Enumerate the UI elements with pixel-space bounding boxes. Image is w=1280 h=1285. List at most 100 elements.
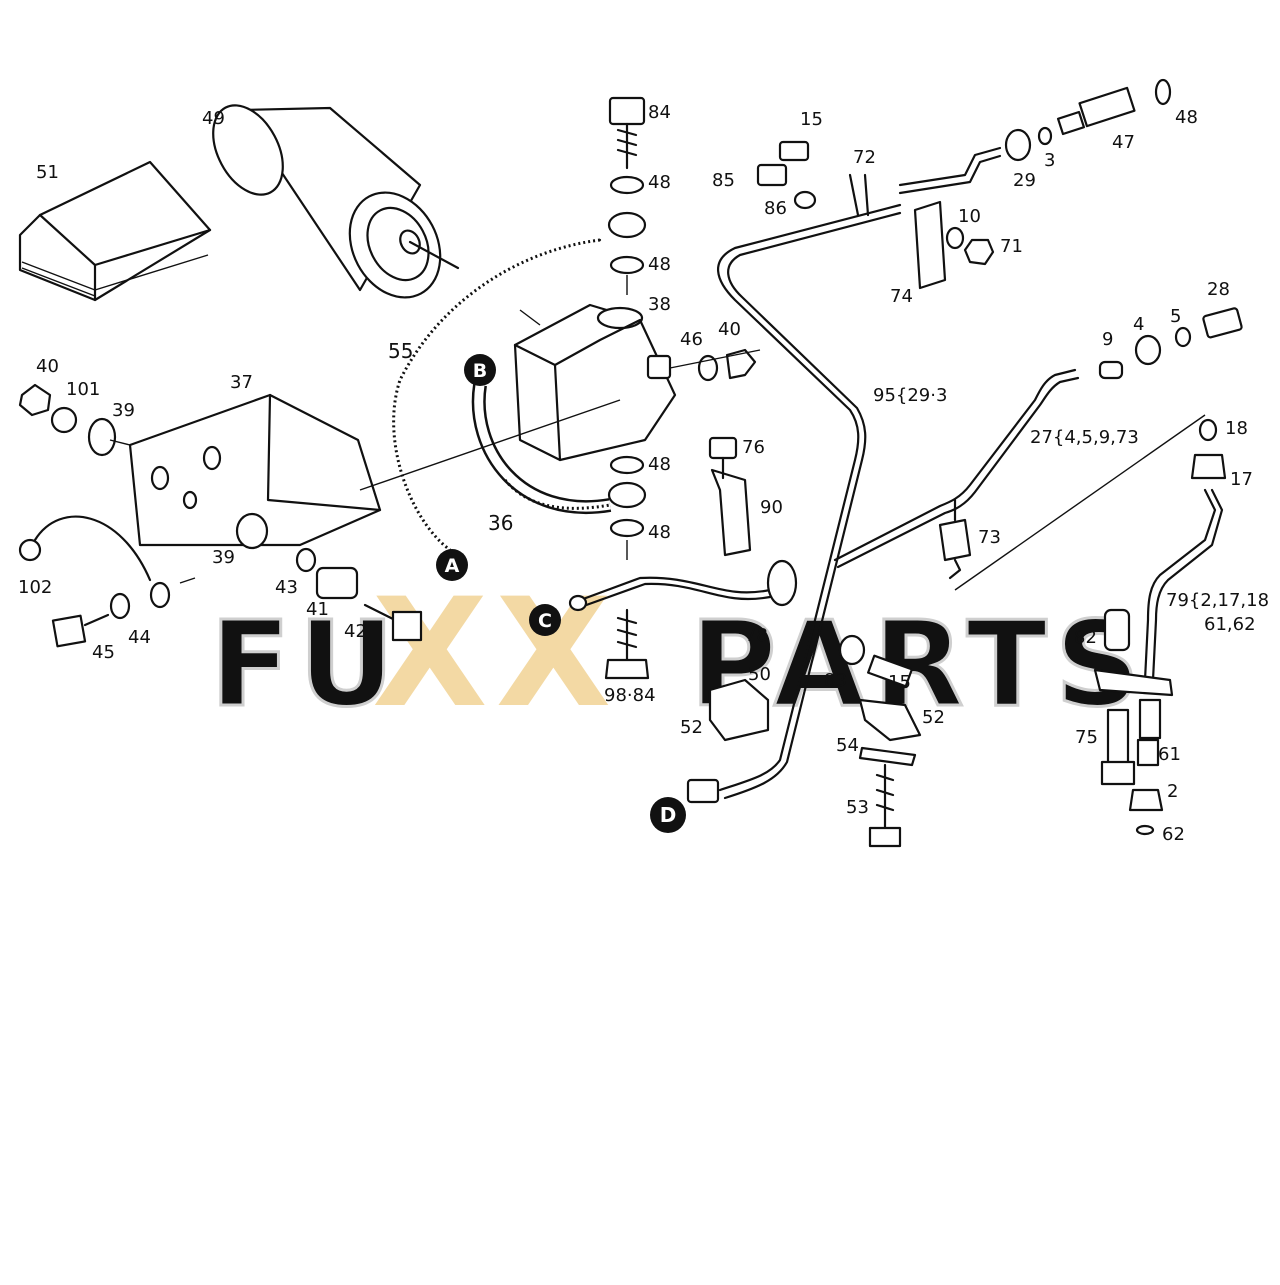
label-38: 38 [648, 294, 671, 315]
label-41: 41 [306, 599, 329, 620]
label-51: 51 [36, 162, 59, 183]
label-2: 2 [1167, 781, 1178, 802]
label-52: 52 [680, 717, 703, 738]
pipe-79 [1143, 488, 1217, 682]
label-62: 62 [1162, 824, 1185, 845]
fitting-cluster-top [756, 78, 1172, 290]
label-5: 5 [1170, 306, 1181, 327]
pipe-c [573, 576, 772, 604]
leader-line [954, 414, 1206, 591]
pipe-c-outer [576, 582, 772, 610]
label-29: 29 [1013, 170, 1036, 191]
watermark-mid: XX [372, 567, 619, 741]
svg-text:B: B [473, 360, 487, 382]
label-79-cont: 61,62 [1204, 614, 1256, 635]
label-71: 71 [1000, 236, 1023, 257]
label-82: 82 [1074, 627, 1097, 648]
label-101: 101 [66, 379, 100, 400]
part-d-fitting [686, 778, 720, 804]
label-55: 55 [388, 339, 413, 363]
fitting-46-40 [646, 348, 761, 382]
svg-text:D: D [660, 803, 677, 827]
label-27: 27{4,5,9,73 [1030, 427, 1139, 448]
label-76: 76 [742, 437, 765, 458]
pipe-95 [717, 203, 902, 792]
pipe-27-outer [836, 376, 1080, 569]
label-72: 72 [853, 147, 876, 168]
label-75: 75 [1075, 727, 1098, 748]
label-48: 48 [648, 522, 671, 543]
label-9: 9 [1102, 329, 1113, 350]
hose-36 [471, 383, 612, 514]
leader-line [359, 399, 621, 491]
label-48: 48 [648, 254, 671, 275]
pipe-79-outer [1151, 488, 1224, 682]
label-46: 46 [680, 329, 703, 350]
leader-line [109, 439, 131, 446]
label-15: 15 [888, 672, 911, 693]
label-37: 37 [230, 372, 253, 393]
fitting-cluster-lower-right [1093, 608, 1174, 836]
label-17: 17 [1230, 469, 1253, 490]
label-48: 48 [648, 454, 671, 475]
label-39: 39 [112, 400, 135, 421]
label-10: 10 [958, 206, 981, 227]
svg-text:A: A [445, 555, 460, 577]
label-90: 90 [760, 497, 783, 518]
label-78: 78 [745, 625, 768, 646]
label-102: 102 [18, 577, 52, 598]
label-53: 53 [846, 797, 869, 818]
part-37-bracket [128, 393, 382, 547]
connector-c: C [529, 604, 561, 636]
label-39: 39 [212, 547, 235, 568]
hose-55 [389, 235, 602, 554]
label-95: 95{29·3 [873, 385, 947, 406]
pipe-27 [833, 368, 1077, 562]
label-83: 83 [824, 670, 847, 691]
clamp-parts [708, 436, 922, 848]
part-78-clip [766, 559, 798, 607]
label-45: 45 [92, 642, 115, 663]
bolt-84-stack [604, 96, 650, 680]
label-98-84: 98·84 [604, 685, 656, 706]
label-85: 85 [712, 170, 735, 191]
part-labels: 49 51 55 36 84 48 48 38 48 48 46 40 40 3… [18, 102, 1269, 845]
label-73: 73 [978, 527, 1001, 548]
pipe-95-outer [723, 211, 902, 800]
fitting-cluster-right [938, 307, 1243, 580]
label-49: 49 [202, 108, 225, 129]
label-48: 48 [1175, 107, 1198, 128]
part-51-box [18, 160, 212, 302]
label-86: 86 [764, 198, 787, 219]
label-79: 79{2,17,18 [1166, 590, 1269, 611]
label-52: 52 [922, 707, 945, 728]
label-18: 18 [1225, 418, 1248, 439]
label-3: 3 [1044, 150, 1055, 171]
label-47: 47 [1112, 132, 1135, 153]
label-42: 42 [344, 621, 367, 642]
label-28: 28 [1207, 279, 1230, 300]
part-c-fitting [568, 594, 588, 612]
label-54: 54 [836, 735, 859, 756]
label-43: 43 [275, 577, 298, 598]
connector-b: B [464, 354, 496, 386]
label-15: 15 [800, 109, 823, 130]
label-48: 48 [648, 172, 671, 193]
connector-a: A [436, 549, 468, 581]
label-50: 50 [748, 664, 771, 685]
part-49-filter [212, 104, 460, 299]
svg-text:C: C [538, 610, 552, 632]
label-44: 44 [128, 627, 151, 648]
label-40: 40 [718, 319, 741, 340]
connector-d: D [650, 797, 686, 833]
label-4: 4 [1133, 314, 1144, 335]
label-36: 36 [488, 511, 513, 535]
label-84: 84 [648, 102, 671, 123]
label-61: 61 [1158, 744, 1181, 765]
label-40: 40 [36, 356, 59, 377]
left-fasteners [18, 383, 423, 648]
watermark-left: FU [210, 595, 402, 733]
label-74: 74 [890, 286, 913, 307]
